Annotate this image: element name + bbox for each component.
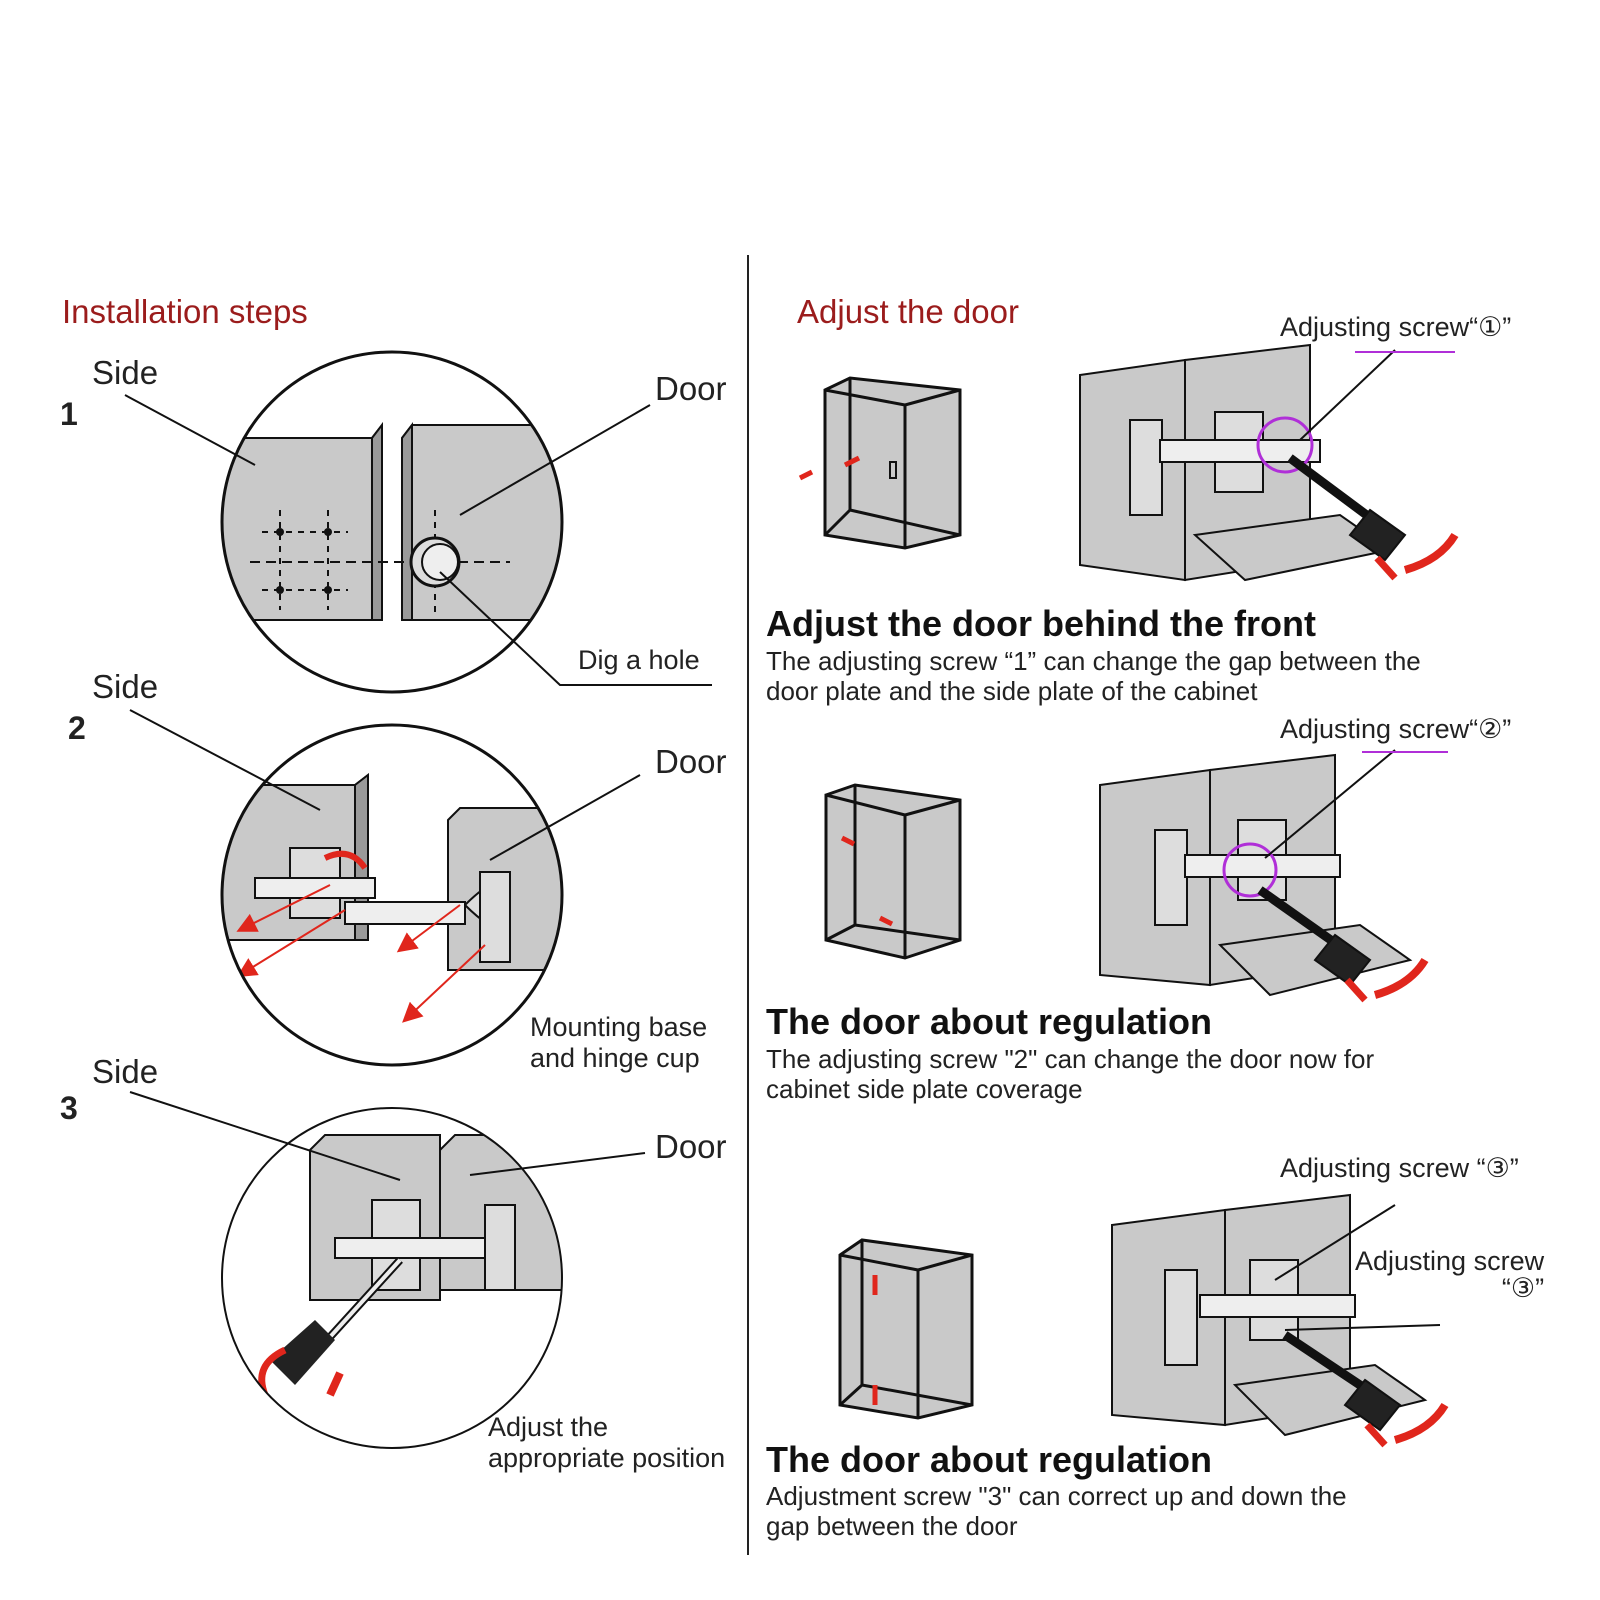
screw-1-label: Adjusting screw“①” xyxy=(1280,312,1512,342)
step1-side-label: Side xyxy=(92,354,159,391)
section1-description: The adjusting screw “1” can change the g… xyxy=(766,646,1421,706)
step1-illustration xyxy=(124,350,712,694)
section3-description: Adjustment screw "3" can correct up and … xyxy=(766,1481,1347,1541)
hinge-detail-1 xyxy=(1079,343,1459,582)
screw-3-label: Adjusting screw “③” xyxy=(1280,1153,1519,1183)
cabinet-box-2 xyxy=(824,783,962,960)
section2-heading: The door about regulation xyxy=(766,1001,1212,1042)
step2-illustration xyxy=(129,709,641,1067)
hinge-detail-2 xyxy=(1099,749,1448,1003)
step1-note: Dig a hole xyxy=(578,645,700,675)
screw-2-label: Adjusting screw“②” xyxy=(1280,714,1512,744)
cabinet-box-1 xyxy=(798,376,962,550)
installation-steps-title: Installation steps xyxy=(62,293,308,330)
section3-heading: The door about regulation xyxy=(766,1439,1212,1480)
step2-door-label: Door xyxy=(655,743,727,780)
adjust-door-title: Adjust the door xyxy=(797,293,1019,330)
section1-heading: Adjust the door behind the front xyxy=(766,603,1316,644)
step3-number: 3 xyxy=(60,1090,78,1126)
step2-note: Mounting base and hinge cup xyxy=(530,1012,708,1074)
screw-3-side-label: Adjusting screw “③” xyxy=(1355,1246,1545,1303)
step1-door-label: Door xyxy=(655,370,727,407)
step3-side-label: Side xyxy=(92,1053,159,1090)
section2-description: The adjusting screw "2" can change the d… xyxy=(766,1044,1375,1104)
step2-number: 2 xyxy=(68,710,86,746)
step3-illustration xyxy=(129,1091,646,1449)
step3-door-label: Door xyxy=(655,1128,727,1165)
step3-note: Adjust the appropriate position xyxy=(488,1412,726,1474)
hinge-detail-3 xyxy=(1111,1193,1449,1448)
cabinet-box-3 xyxy=(838,1238,974,1420)
step1-number: 1 xyxy=(60,396,78,432)
step2-side-label: Side xyxy=(92,668,159,705)
